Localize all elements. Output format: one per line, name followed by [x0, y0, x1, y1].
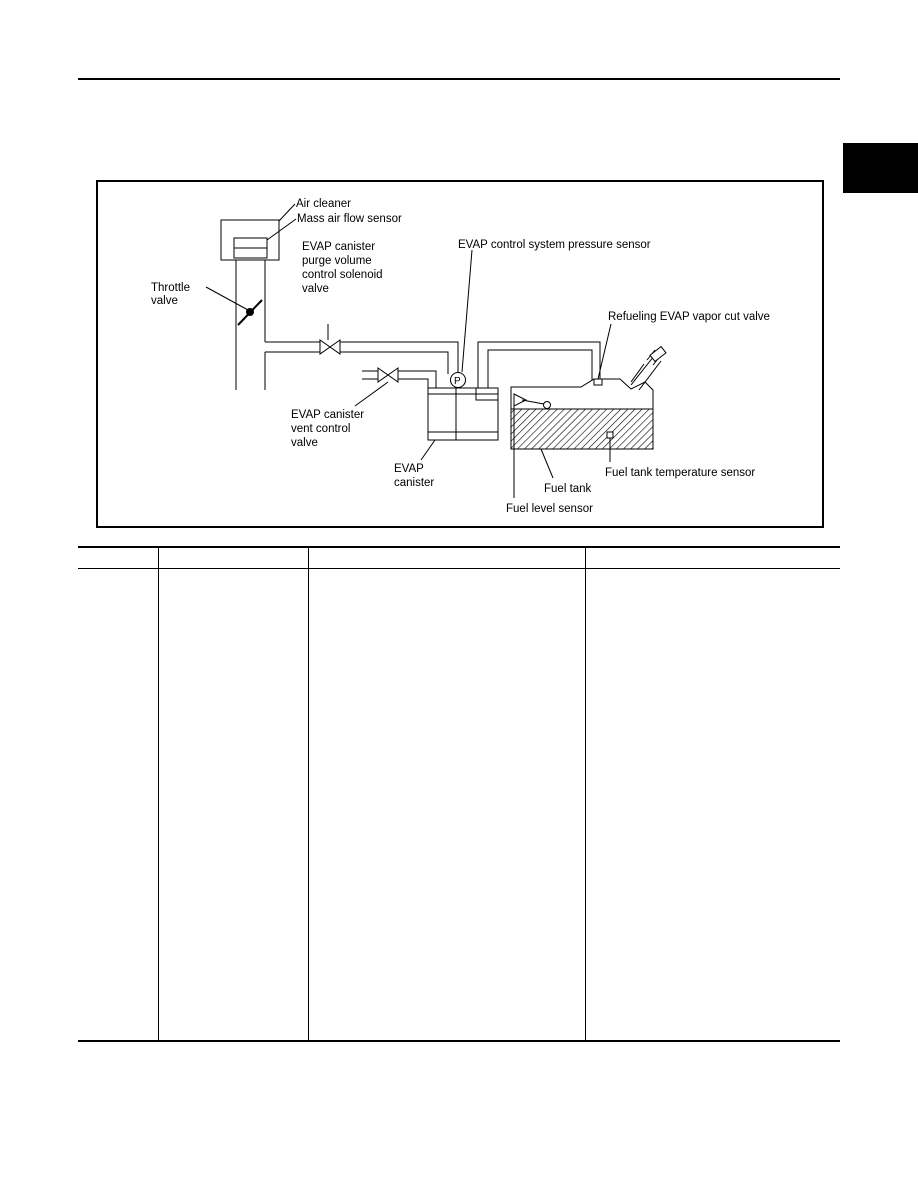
maf-leader [266, 218, 297, 241]
table-header-cell [78, 548, 158, 568]
pressure-sensor-label: EVAP control system pressure sensor [458, 239, 651, 251]
refueling-valve-label: Refueling EVAP vapor cut valve [608, 311, 770, 323]
vent-valve-label: EVAP canister vent control valve [291, 409, 367, 449]
air-cleaner-label: Air cleaner [296, 198, 351, 210]
canister-label: EVAP canister [394, 463, 434, 489]
fuel-temp-sensor-symbol [606, 431, 614, 439]
pressure-sensor-symbol-text: P [454, 376, 461, 387]
air-cleaner-leader [278, 203, 296, 222]
throttle-leader [205, 286, 249, 311]
pressure-sensor-leader [461, 249, 473, 373]
maf-label: Mass air flow sensor [297, 213, 402, 225]
table-top-rule [78, 546, 840, 548]
table-header-cell [585, 548, 840, 568]
vapor-line [477, 341, 601, 388]
purge-valve-label: EVAP canister purge volume control solen… [302, 241, 386, 295]
fuel-level-sensor-label: Fuel level sensor [506, 503, 593, 515]
vent-line [362, 370, 437, 388]
purge-line [265, 341, 459, 374]
intake-pipe [235, 242, 266, 390]
canister-leader [420, 439, 436, 461]
fuel-temp-sensor-label: Fuel tank temperature sensor [605, 467, 755, 479]
table-bottom-rule [78, 1040, 840, 1042]
table-column-divider [585, 546, 586, 1042]
evap-canister [427, 387, 499, 441]
header-rule [78, 78, 840, 80]
evap-system-diagram: Air cleaner Mass air flow sensor Throttl… [96, 180, 824, 528]
section-tab [843, 143, 918, 193]
fuel-level-sensor [513, 393, 551, 498]
fuel-tank-label: Fuel tank [544, 483, 592, 495]
table-column-divider [158, 546, 159, 1042]
filler-neck [630, 345, 667, 391]
refueling-valve-leader [597, 323, 612, 380]
fuel-tank [510, 378, 654, 450]
table-header-cell [308, 548, 585, 568]
table-header-rule [78, 568, 840, 569]
diagram-canvas: Air cleaner Mass air flow sensor Throttl… [151, 198, 770, 515]
vent-valve-leader [354, 381, 389, 407]
table-column-divider [308, 546, 309, 1042]
throttle-label: Throttle valve [151, 282, 193, 307]
spec-table [78, 546, 840, 1042]
vent-valve-symbol [377, 367, 399, 383]
fuel-tank-leader [540, 448, 554, 479]
pressure-sensor-symbol [450, 372, 466, 388]
table-header-cell [158, 548, 308, 568]
purge-valve-symbol [319, 339, 341, 355]
